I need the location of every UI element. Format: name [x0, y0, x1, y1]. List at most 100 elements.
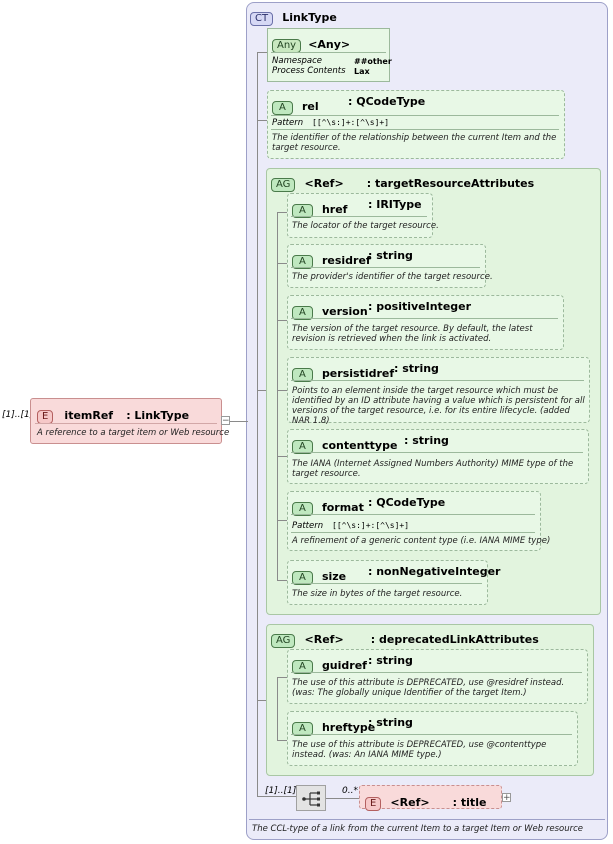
attribute-version[interactable]: A version : positiveInteger The version … [287, 295, 564, 350]
connector [277, 520, 287, 521]
attribute-description: The use of this attribute is DEPRECATED,… [292, 678, 565, 698]
attribute-type: : string [404, 434, 449, 447]
attribute-persistidref[interactable]: A persistidref : string Points to an ele… [287, 357, 590, 426]
connector-any [257, 52, 267, 53]
attribute-group-ref: <Ref> [304, 633, 344, 646]
divider [291, 267, 480, 268]
collapse-toggle-icon[interactable]: − [221, 416, 230, 426]
any-icon: Any [272, 39, 302, 53]
attribute-name: size [321, 570, 347, 583]
root-element-itemref[interactable]: E itemRef : LinkType A reference to a ta… [30, 398, 229, 444]
attribute-type: : QCodeType [368, 496, 446, 509]
attribute-name: format [321, 501, 364, 514]
attribute-icon: A [292, 306, 313, 320]
element-icon: E [37, 410, 54, 424]
divider [291, 216, 427, 217]
connector-rel [257, 120, 267, 121]
connector [277, 263, 287, 264]
namespace-label: Namespace [272, 56, 323, 66]
divider [291, 514, 535, 515]
attribute-header: A residref : string [292, 249, 413, 269]
pattern-label: Pattern [292, 521, 324, 531]
pattern-value: [[^\s:]+:[^\s]+] [332, 521, 410, 530]
attribute-header: A version : positiveInteger [292, 300, 471, 320]
attribute-group-icon: AG [271, 634, 296, 648]
any-name: <Any> [308, 38, 351, 51]
attribute-name: persistidref [321, 367, 395, 380]
sequence-compositor[interactable] [296, 785, 326, 811]
divider [291, 380, 584, 381]
attribute-header: A guidref : string [292, 654, 413, 674]
title-multiplicity: 0..* [342, 786, 358, 796]
connector [277, 212, 287, 213]
attribute-name: href [321, 203, 348, 216]
attribute-type: : string [368, 249, 413, 262]
process-contents-value: Lax [354, 67, 370, 76]
sequence-multiplicity: [1]..[1] [265, 786, 297, 796]
divider [291, 672, 582, 673]
attribute-header: A hreftype : string [292, 716, 413, 736]
divider [291, 734, 572, 735]
attribute-group-name: : targetResourceAttributes [366, 177, 535, 190]
attribute-header: A rel : QCodeType [272, 95, 425, 115]
attribute-description: The version of the target resource. By d… [292, 324, 533, 344]
attribute-format[interactable]: A format : QCodeType Pattern [[^\s:]+:[^… [287, 491, 550, 551]
attribute-rel[interactable]: A rel : QCodeType Pattern [[^\s:]+:[^\s]… [267, 90, 565, 159]
connector [277, 456, 287, 457]
attribute-icon: A [272, 101, 293, 115]
attribute-contenttype[interactable]: A contenttype : string The IANA (Interne… [287, 429, 589, 484]
title-element-ref: <Ref> [390, 796, 430, 809]
root-element-description: A reference to a target item or Web reso… [37, 428, 230, 438]
divider [291, 532, 535, 533]
connector-group-vertical [277, 212, 278, 580]
attribute-size[interactable]: A size : nonNegativeInteger The size in … [287, 560, 500, 605]
divider [271, 129, 559, 130]
attribute-type: : string [394, 362, 439, 375]
attribute-guidref[interactable]: A guidref : string The use of this attri… [287, 649, 588, 704]
attribute-description: The use of this attribute is DEPRECATED,… [292, 740, 547, 760]
attribute-name: residref [321, 254, 371, 267]
connector-deprecated-group [257, 700, 267, 701]
expand-toggle-icon[interactable]: + [502, 793, 511, 803]
complex-type-header: CT LinkType [250, 6, 337, 26]
sequence-icon [302, 791, 320, 807]
root-multiplicity: [1]..[1] [2, 410, 34, 420]
attribute-header: A contenttype : string [292, 434, 449, 454]
attribute-type: : QCodeType [348, 95, 426, 108]
pattern-value: [[^\s:]+:[^\s]+] [312, 118, 390, 127]
attribute-group-ref: <Ref> [304, 177, 344, 190]
connector-sequence [257, 796, 297, 797]
element-icon: E [365, 797, 382, 811]
attribute-name: version [321, 305, 368, 318]
attribute-type: : string [368, 654, 413, 667]
any-attribute-box: Any <Any> Namespace ##other Process Cont… [267, 28, 392, 82]
attribute-name: contenttype [321, 439, 398, 452]
attribute-residref[interactable]: A residref : string The provider's ident… [287, 244, 493, 288]
connector [326, 798, 359, 799]
connector-group-vertical [277, 677, 278, 741]
attribute-description: The identifier of the relationship betwe… [272, 133, 557, 153]
any-header: Any <Any> [272, 33, 350, 53]
process-contents-label: Process Contents [272, 66, 346, 76]
attribute-icon: A [292, 255, 313, 269]
attribute-href[interactable]: A href : IRIType The locator of the targ… [287, 193, 439, 238]
attribute-header: A href : IRIType [292, 198, 422, 218]
root-element-name: itemRef [64, 409, 114, 422]
attribute-name: hreftype [321, 721, 376, 734]
attribute-description: The locator of the target resource. [292, 221, 439, 231]
attribute-hreftype[interactable]: A hreftype : string The use of this attr… [287, 711, 578, 766]
divider [291, 583, 482, 584]
complex-type-description: The CCL-type of a link from the current … [252, 824, 583, 834]
connector [277, 320, 287, 321]
attribute-group-header: AG <Ref> : deprecatedLinkAttributes [271, 628, 539, 648]
title-element-name: : title [452, 796, 487, 809]
connector-main-vertical [257, 52, 258, 796]
complex-type-icon: CT [250, 12, 274, 26]
attribute-description: The size in bytes of the target resource… [292, 589, 463, 599]
connector-target-group [257, 390, 267, 391]
attribute-group-header: AG <Ref> : targetResourceAttributes [271, 172, 534, 192]
root-element-header: E itemRef : LinkType [37, 404, 189, 424]
divider [291, 452, 583, 453]
connector [277, 740, 287, 741]
title-element[interactable]: E <Ref> : title [359, 785, 502, 811]
